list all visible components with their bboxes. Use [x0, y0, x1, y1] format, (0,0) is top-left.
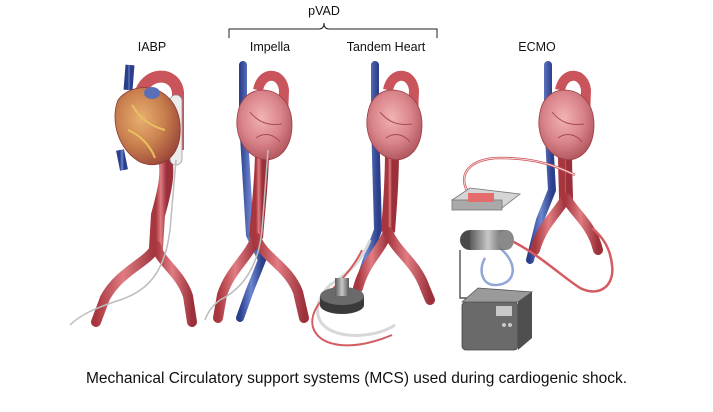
iabp-illustration [69, 64, 197, 327]
label-pvad: pVAD [308, 4, 340, 18]
pvad-bracket [228, 22, 438, 38]
tandem-heart-illustration [311, 61, 435, 347]
ecmo-illustration [450, 61, 614, 351]
label-impella: Impella [250, 40, 290, 54]
figure-caption: Mechanical Circulatory support systems (… [86, 370, 627, 387]
label-tandem-heart: Tandem Heart [347, 40, 426, 54]
impella-illustration [204, 61, 309, 323]
label-iabp: IABP [138, 40, 167, 54]
label-ecmo: ECMO [518, 40, 556, 54]
